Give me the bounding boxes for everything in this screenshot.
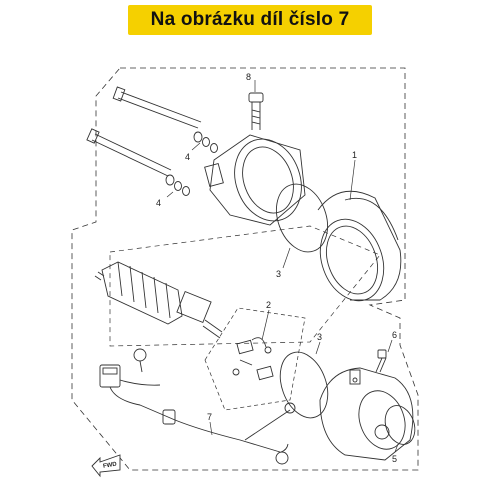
callout-4-upper: 4 (185, 152, 190, 162)
yoke-housing (317, 190, 402, 302)
title-banner: Na obrázku díl číslo 7 (128, 5, 372, 35)
leader-lines (166, 80, 399, 453)
banner-text: Na obrázku díl číslo 7 (150, 9, 350, 30)
front-cover (204, 134, 306, 226)
screw-8 (248, 92, 264, 130)
group-boundary-dashed (71, 67, 419, 471)
callout-7: 7 (207, 412, 212, 422)
callout-3-upper: 3 (276, 269, 281, 279)
rear-cover (319, 367, 414, 461)
screw-6 (375, 349, 387, 373)
fwd-label: FWD (103, 461, 118, 469)
callout-3-lower: 3 (317, 332, 322, 342)
armature (94, 261, 223, 339)
brush-set (232, 337, 274, 381)
callout-1: 1 (352, 150, 357, 160)
brush-area-dashed (204, 307, 306, 411)
callout-2: 2 (266, 300, 271, 310)
lead-wire-harness (99, 348, 296, 465)
callout-5: 5 (392, 454, 397, 464)
o-ring-upper (276, 183, 328, 253)
armature-area-dashed (109, 225, 381, 347)
callout-6: 6 (392, 330, 397, 340)
o-ring-lower (279, 351, 329, 419)
fwd-arrow (91, 454, 121, 478)
callout-4-lower: 4 (156, 198, 161, 208)
washers (165, 131, 218, 196)
through-bolts (86, 86, 202, 177)
o-ring-5 (384, 405, 416, 445)
callout-8: 8 (246, 72, 251, 82)
